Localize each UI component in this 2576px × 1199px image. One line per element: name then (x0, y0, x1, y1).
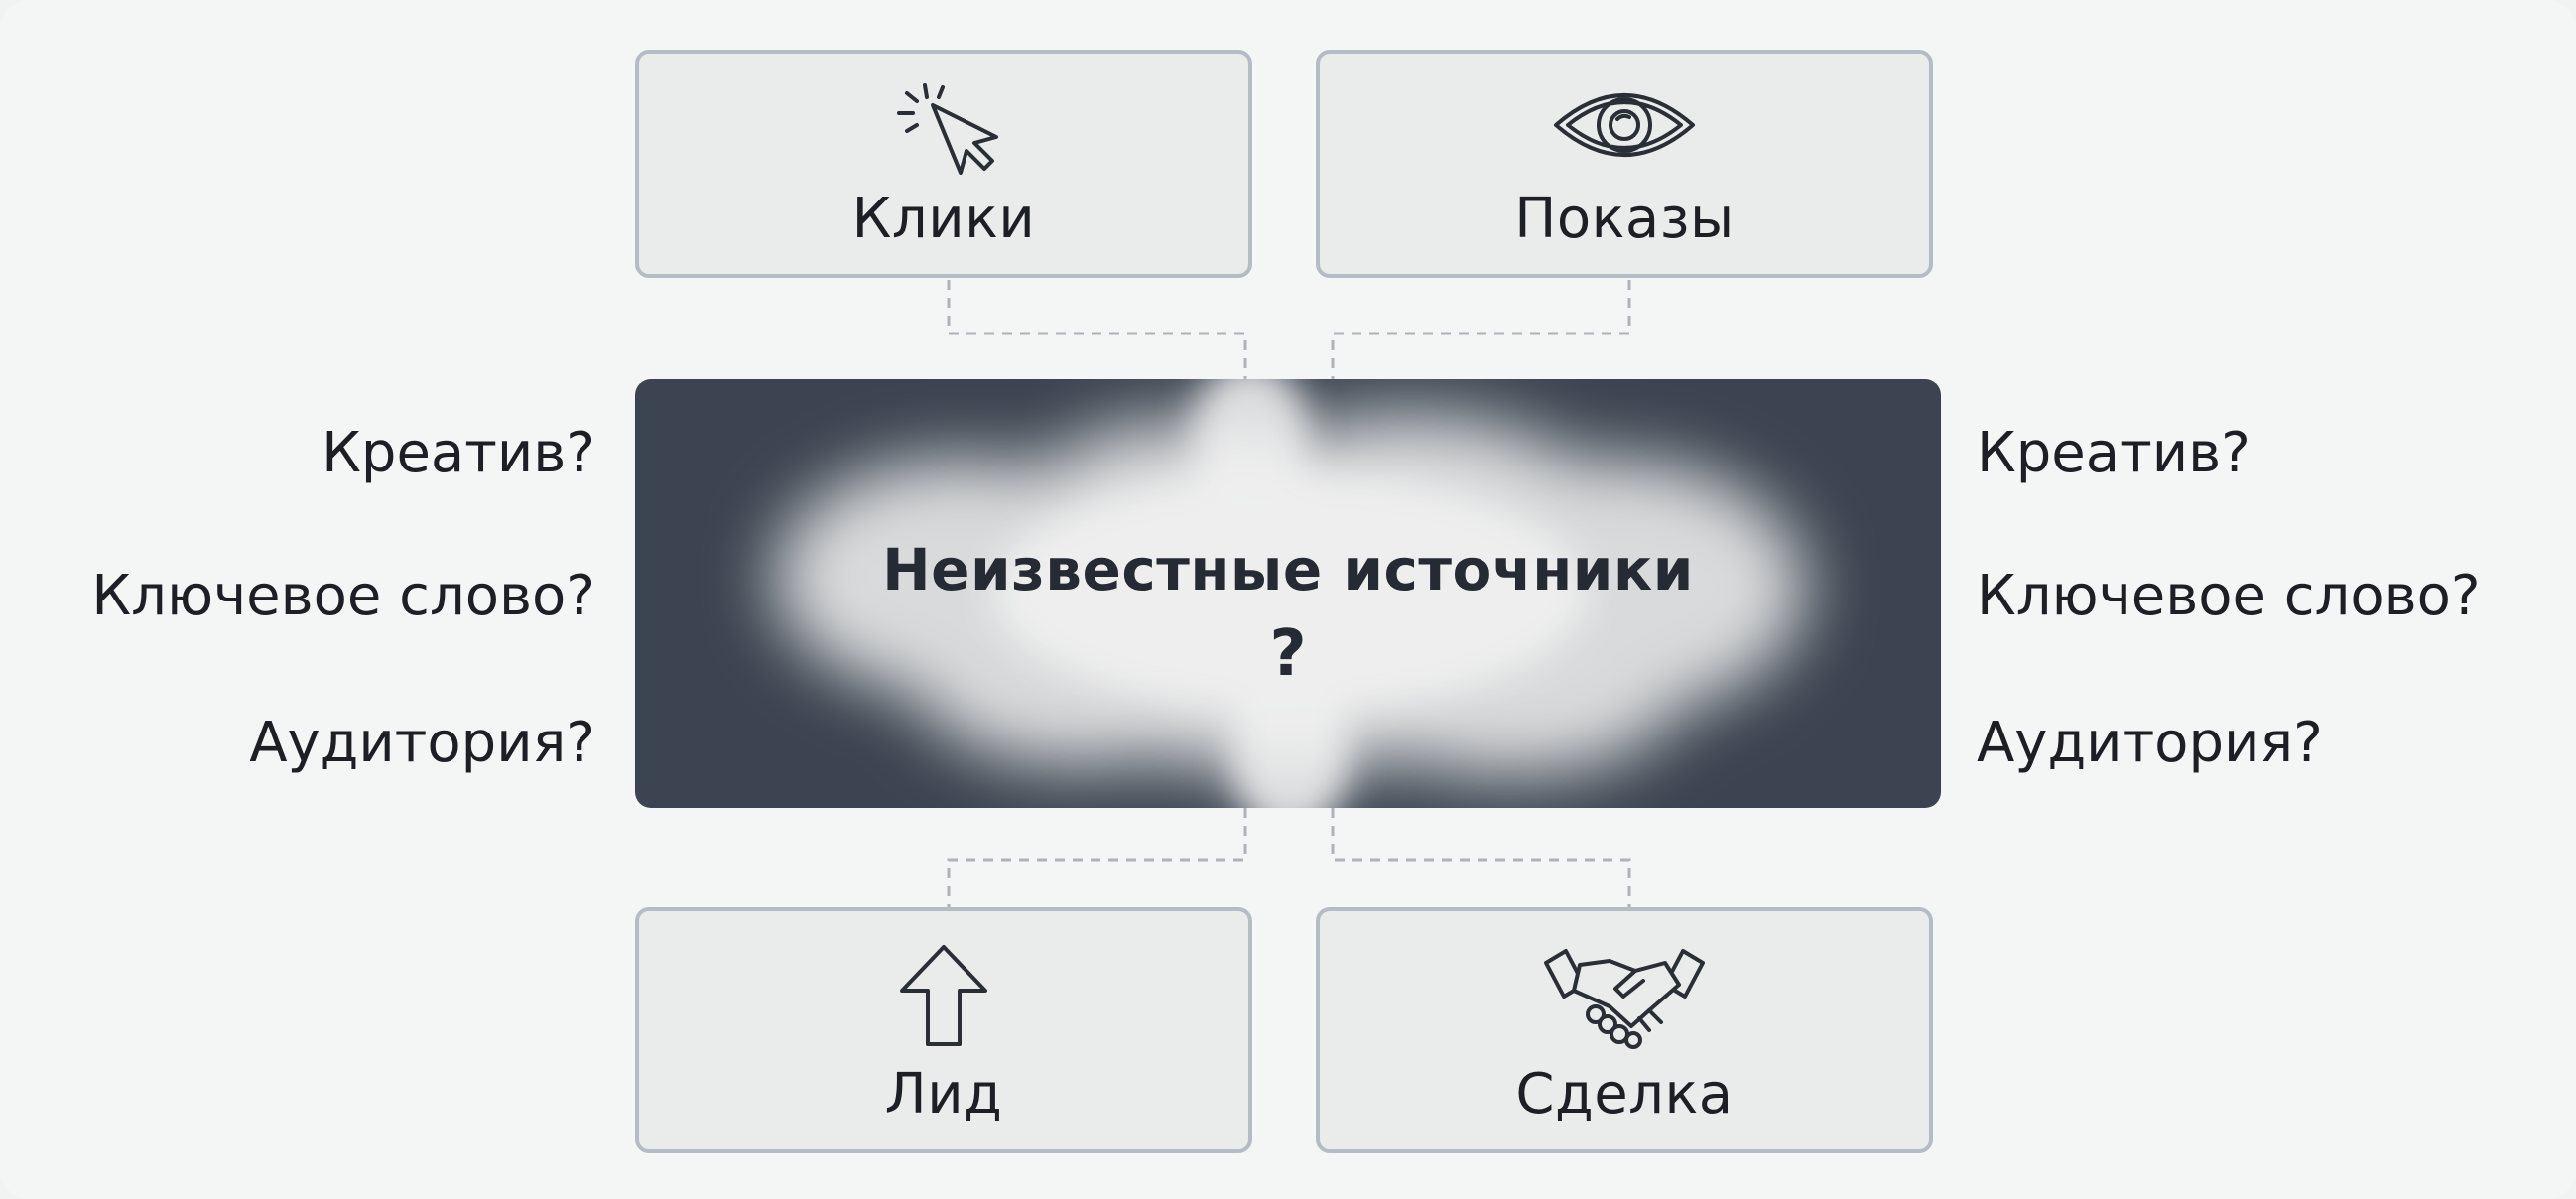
connector-deal (1331, 808, 1631, 907)
handshake-icon (1540, 941, 1709, 1054)
eye-icon (1550, 75, 1699, 179)
metric-label-lead: Лид (884, 1062, 1003, 1127)
metric-box-lead: Лид (635, 907, 1252, 1153)
metric-label-views: Показы (1514, 187, 1735, 251)
connector-lead (947, 808, 1247, 907)
cloud-illustration (774, 379, 1806, 808)
left-question-audience: Аудитория? (249, 711, 595, 775)
left-question-creative: Креатив? (322, 421, 595, 485)
left-question-keyword: Ключевое слово? (91, 564, 595, 628)
right-question-audience: Аудитория? (1977, 711, 2323, 775)
panel-question-mark: ? (1269, 617, 1307, 691)
metric-box-clicks: Клики (635, 50, 1252, 278)
unknown-sources-panel: Неизвестные источники ? (635, 379, 1941, 808)
arrow-up-icon (894, 941, 993, 1054)
right-question-keyword: Ключевое слово? (1977, 564, 2481, 628)
metric-box-deal: Сделка (1316, 907, 1933, 1153)
panel-title: Неизвестные источники (882, 536, 1694, 603)
connector-clicks (947, 280, 1247, 379)
metric-label-clicks: Клики (851, 187, 1036, 251)
metric-box-views: Показы (1316, 50, 1933, 278)
cursor-click-icon (889, 75, 998, 179)
right-question-creative: Креатив? (1977, 421, 2251, 485)
connector-views (1331, 280, 1631, 379)
metric-label-deal: Сделка (1515, 1062, 1734, 1127)
